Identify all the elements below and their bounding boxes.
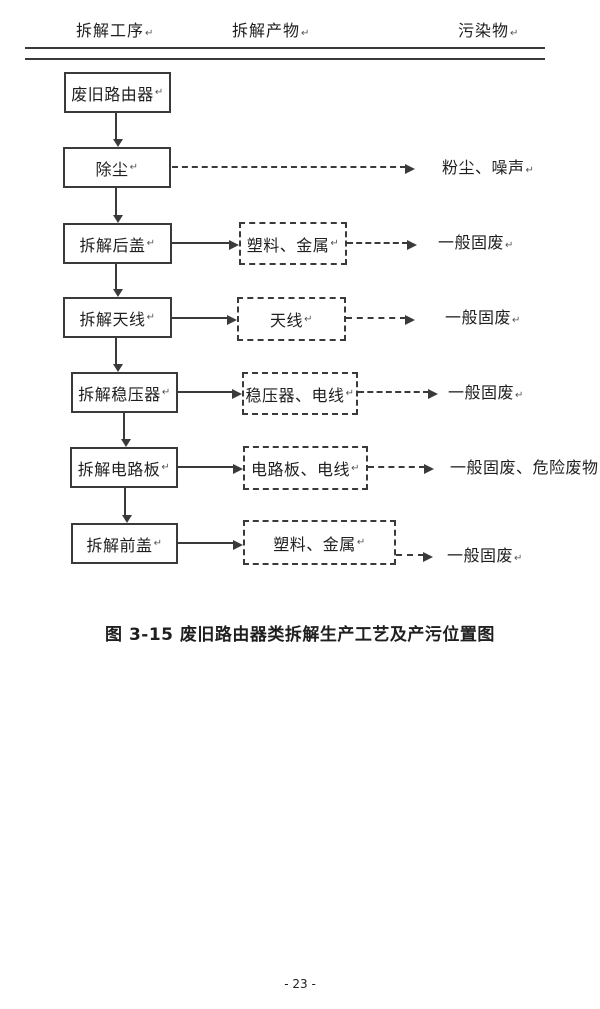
flow-step-label: 废旧路由器	[71, 84, 154, 104]
pollutant-label-solid-hazardous: 一般固废、危险废物↵	[450, 459, 600, 480]
product-label: 电路板、电线	[251, 460, 351, 479]
column-header-label: 拆解工序	[76, 21, 145, 40]
paragraph-mark: ↵	[146, 312, 156, 323]
paragraph-mark: ↵	[304, 313, 313, 325]
arrow-antenna-product	[172, 315, 237, 325]
column-header-products: 拆解产物↵	[232, 17, 310, 41]
paragraph-mark: ↵	[301, 28, 311, 39]
paragraph-mark: ↵	[510, 28, 520, 39]
product-box-plastic-metal-1: 塑料、金属↵	[239, 222, 347, 265]
column-header-pollutants: 污染物↵	[458, 17, 519, 41]
arrow-board-product	[178, 464, 243, 474]
paragraph-mark: ↵	[345, 388, 355, 399]
column-header-label: 污染物	[458, 21, 510, 40]
arrow-product4-pollutant	[368, 464, 434, 474]
pollutant-label-solid-waste-1: 一般固废↵	[438, 234, 514, 255]
paragraph-mark: ↵	[330, 238, 340, 249]
arrow-down-step5-step6	[121, 413, 131, 447]
paragraph-mark: ↵	[145, 28, 155, 39]
paragraph-mark: ↵	[514, 553, 523, 564]
page-number: - 23 -	[284, 977, 316, 991]
pollutant-text: 一般固废	[445, 308, 512, 327]
paragraph-mark: ↵	[515, 390, 524, 401]
arrow-down-step4-step5	[113, 338, 123, 372]
flow-step-label: 拆解前盖	[86, 535, 153, 555]
product-label: 塑料、金属	[273, 534, 356, 554]
flow-step-label: 拆解后盖	[79, 235, 146, 255]
product-box-antenna: 天线↵	[237, 297, 346, 341]
flow-step-antenna: 拆解天线↵	[63, 297, 172, 338]
pollutant-label-dust-noise: 粉尘、噪声↵	[442, 159, 534, 180]
paragraph-mark: ↵	[505, 240, 514, 251]
flow-step-front-cover: 拆解前盖↵	[71, 523, 178, 564]
arrow-down-step2-step3	[113, 188, 123, 223]
arrow-regulator-product	[178, 389, 242, 399]
pollutant-text: 一般固废、危险废物	[450, 458, 599, 477]
paragraph-mark: ↵	[512, 315, 521, 326]
pollutant-label-solid-waste-3: 一般固废↵	[448, 384, 524, 405]
arrow-dust-pollutant	[172, 164, 415, 174]
pollutant-text: 一般固废	[447, 546, 514, 565]
figure-caption: 图 3-15 废旧路由器类拆解生产工艺及产污位置图	[105, 625, 495, 645]
paragraph-mark: ↵	[161, 462, 171, 473]
column-header-process: 拆解工序↵	[76, 17, 154, 41]
arrow-front-cover-product	[178, 540, 243, 550]
flow-step-voltage-regulator: 拆解稳压器↵	[71, 372, 178, 413]
arrow-product3-pollutant	[358, 389, 438, 399]
flow-step-dust-removal: 除尘↵	[63, 147, 171, 188]
flow-step-label: 除尘	[95, 159, 129, 179]
paragraph-mark: ↵	[356, 537, 366, 548]
arrow-down-step3-step4	[113, 264, 123, 297]
header-rule-top	[25, 47, 545, 49]
arrow-product1-pollutant	[347, 240, 417, 250]
flow-step-back-cover: 拆解后盖↵	[63, 223, 172, 264]
product-label: 稳压器、电线	[245, 385, 345, 405]
paragraph-mark: ↵	[146, 238, 156, 249]
flow-step-label: 拆解天线	[79, 309, 146, 329]
arrow-down-step1-step2	[113, 113, 123, 147]
arrow-product2-pollutant	[346, 315, 415, 325]
pollutant-text: 一般固废	[438, 233, 505, 252]
product-box-board-wires: 电路板、电线↵	[243, 446, 368, 490]
product-box-plastic-metal-2: 塑料、金属↵	[243, 520, 396, 565]
paragraph-mark: ↵	[154, 87, 164, 98]
arrow-back-cover-product	[172, 240, 239, 250]
paragraph-mark: ↵	[153, 538, 163, 549]
flow-step-label: 拆解电路板	[77, 459, 161, 479]
column-header-label: 拆解产物	[232, 21, 301, 40]
product-box-regulator-wires: 稳压器、电线↵	[242, 372, 358, 415]
paragraph-mark: ↵	[161, 387, 171, 398]
header-rule-bottom	[25, 58, 545, 60]
product-label: 天线	[270, 311, 304, 330]
flow-step-waste-router: 废旧路由器↵	[64, 72, 171, 113]
paragraph-mark: ↵	[525, 165, 535, 176]
arrow-down-step6-step7	[122, 488, 132, 523]
arrow-product5-pollutant	[396, 552, 433, 562]
paragraph-mark: ↵	[129, 162, 139, 173]
product-label: 塑料、金属	[246, 235, 330, 255]
pollutant-label-solid-waste-4: 一般固废↵	[447, 547, 523, 568]
pollutant-text: 粉尘、噪声	[442, 158, 525, 177]
flow-step-circuit-board: 拆解电路板↵	[70, 447, 178, 488]
flow-step-label: 拆解稳压器	[78, 384, 161, 404]
pollutant-text: 一般固废	[448, 383, 515, 402]
paragraph-mark: ↵	[351, 462, 360, 474]
pollutant-label-solid-waste-2: 一般固废↵	[445, 309, 521, 330]
